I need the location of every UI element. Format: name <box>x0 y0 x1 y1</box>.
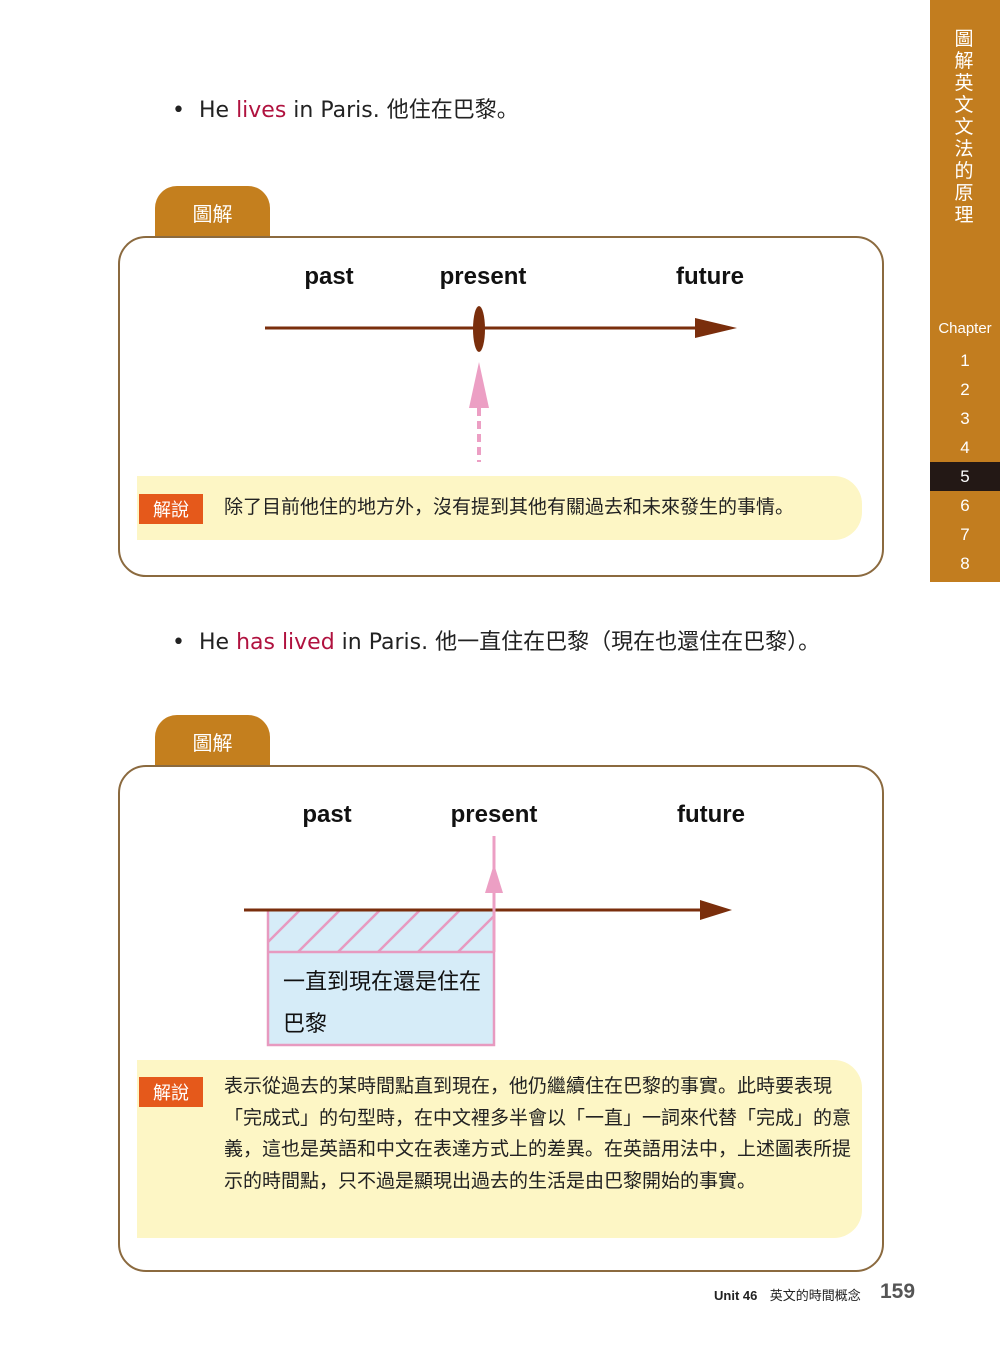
page-number: 159 <box>880 1280 916 1303</box>
label-past: past <box>304 263 354 290</box>
footer-unit: Unit 46 英文的時間概念 <box>714 1288 861 1304</box>
chapter-8[interactable]: 8 <box>960 554 970 573</box>
example-sentence-1: • He lives in Paris. 他住在巴黎。 <box>172 98 519 123</box>
label-present: present <box>450 801 538 828</box>
explanation-band-2 <box>137 1060 862 1238</box>
label-future: future <box>677 801 745 828</box>
timeline-1 <box>265 306 737 462</box>
diagram-tab: 圖解 <box>155 715 270 767</box>
explanation-band-1 <box>137 476 862 540</box>
chapter-7[interactable]: 7 <box>960 525 970 544</box>
chapter-1[interactable]: 1 <box>960 351 970 370</box>
label-present: present <box>439 263 527 290</box>
explanation-text-1: 除了目前他住的地方外，沒有提到其他有關過去和未來發生的事情。 <box>224 496 795 518</box>
chapter-3[interactable]: 3 <box>960 409 970 428</box>
explanation-badge: 解說 <box>139 1077 203 1107</box>
example-sentence-2: • He has lived in Paris. 他一直住在巴黎（現在也還住在巴… <box>172 630 821 655</box>
duration-box-text: 一直到現在還是住在巴黎 <box>283 970 482 1037</box>
chapter-2[interactable]: 2 <box>960 380 970 399</box>
explanation-text-2: 表示從過去的某時間點直到現在，他仍繼續住在巴黎的事實。此時要表現「完成式」的句型… <box>224 1075 852 1192</box>
label-future: future <box>676 263 744 290</box>
timeline-2 <box>244 836 732 1047</box>
chapter-6[interactable]: 6 <box>960 496 970 515</box>
chapter-sidebar: 圖解英文文法的原理 Chapter 1 2 3 4 5 6 7 8 <box>930 0 1000 582</box>
chapter-label: Chapter <box>938 320 992 337</box>
label-past: past <box>302 801 352 828</box>
explanation-badge: 解說 <box>139 494 203 524</box>
chapter-4[interactable]: 4 <box>960 438 970 457</box>
diagram-tab: 圖解 <box>155 186 270 238</box>
chapter-5-active[interactable]: 5 <box>930 462 1000 491</box>
book-title: 圖解英文文法的原理 <box>954 28 974 226</box>
